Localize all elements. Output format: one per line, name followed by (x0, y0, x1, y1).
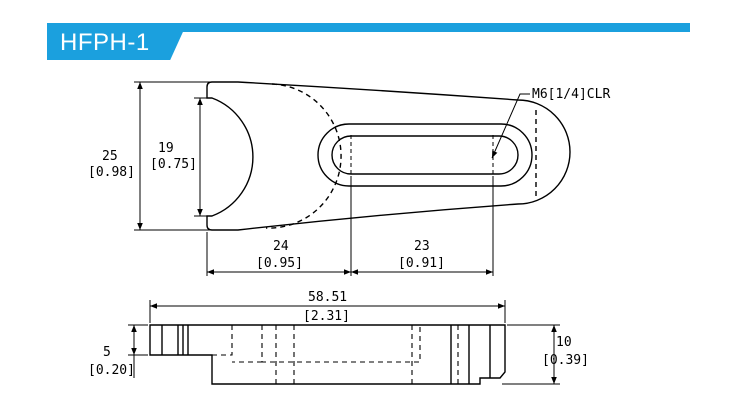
header: HFPH-1 (0, 0, 750, 70)
dim-slot-offset-mm: 24 (273, 239, 289, 254)
top-view (206, 81, 571, 231)
body-outline (206, 81, 571, 231)
dim-overall-height-inch: [0.98] (88, 165, 135, 180)
hole-callout: M6[1/4]CLR (532, 87, 610, 102)
dim-height-inch: [0.39] (542, 353, 589, 368)
side-view-dimensions (128, 300, 560, 385)
dim-slot-offset-inch: [0.95] (256, 256, 303, 271)
dim-opening-height-mm: 19 (158, 141, 174, 156)
dim-slot-length-inch: [0.91] (398, 256, 445, 271)
slot-outer (317, 123, 533, 187)
hidden-arc (265, 83, 342, 229)
dim-opening-height-inch: [0.75] (150, 157, 197, 172)
header-tab (47, 23, 187, 60)
dim-overall-length-inch: [2.31] (303, 309, 350, 324)
side-hidden-lines (212, 325, 459, 384)
header-rule (47, 23, 690, 32)
dim-thickness-inch: [0.20] (88, 363, 135, 378)
side-view (149, 324, 506, 385)
slot-inner (331, 135, 519, 175)
dim-height-mm: 10 (556, 335, 572, 350)
dim-slot-length-mm: 23 (414, 239, 430, 254)
dim-thickness-mm: 5 (103, 345, 111, 360)
dim-overall-height-mm: 25 (102, 149, 118, 164)
part-title: HFPH-1 (60, 29, 150, 56)
dim-overall-length-mm: 58.51 (308, 290, 347, 305)
top-view-dimensions (134, 81, 530, 276)
side-outline (149, 324, 506, 385)
